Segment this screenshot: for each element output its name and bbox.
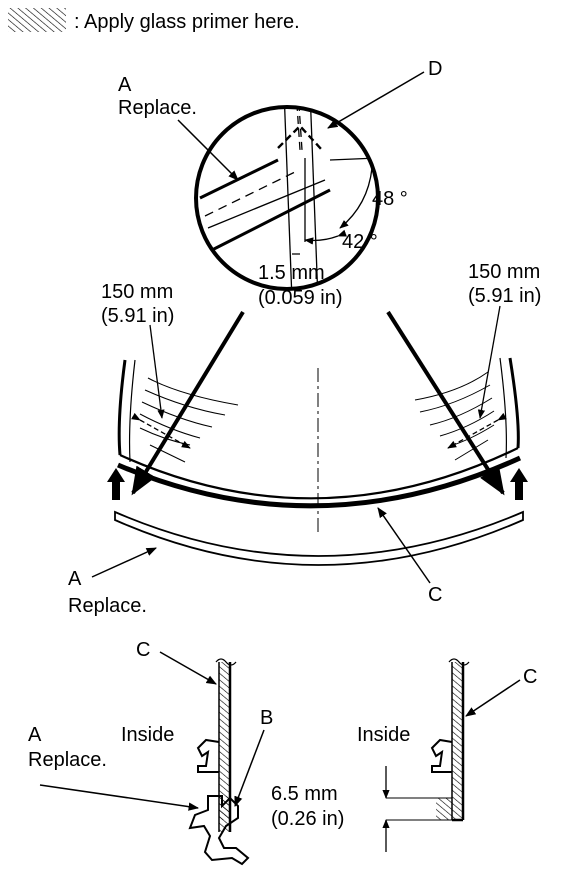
section-left-label-a-text: Replace. [28,749,107,771]
glass-label-a-letter: A [68,568,82,590]
magnifier-line-right [386,310,505,496]
section-left-label-a-letter: A [28,724,42,746]
legend-text: : Apply glass primer here. [74,11,300,33]
glass-label-c: C [428,584,442,606]
section-left-label-c: C [136,639,150,661]
glass-right-len-in: (5.91 in) [468,285,541,307]
magnifier-line-left [131,310,245,496]
glass-left-len-in: (5.91 in) [101,305,174,327]
detail-label-a-text: Replace. [118,97,197,119]
detail-gap-mm: 1.5 mm [258,262,325,284]
glass-label-a-text: Replace. [68,595,147,617]
detail-circle [194,105,380,291]
legend: : Apply glass primer here. [8,8,300,33]
detail-label-d: D [428,58,442,80]
section-left-dam [196,738,220,773]
section-left: C B Inside A Replace. [28,639,273,866]
detail-gap-in: (0.059 in) [258,287,343,309]
primer-hatch-swatch [8,8,66,32]
section-right-inside: Inside [357,724,410,746]
detail-label-a-letter: A [118,74,132,96]
detail-angle-42: 42 ° [342,231,378,253]
section-right-dam [430,738,453,773]
detail-d-leader [327,71,425,129]
section-left-label-b: B [260,707,273,729]
section-left-inside: Inside [121,724,174,746]
section-left-molding-a [188,795,250,866]
section-right-primer-zone [436,798,452,820]
glass-left-len-mm: 150 mm [101,281,173,303]
detail-magnifier: 48 ° 42 ° 1.5 mm (0.059 in) A Replace. D [118,58,442,309]
section-right-height-in: (0.26 in) [271,808,344,830]
glass-right-len-mm: 150 mm [468,261,540,283]
section-right-label-c: C [523,666,537,688]
section-right-glass [452,662,463,820]
dam-rubber-c [117,455,522,509]
detail-angle-48: 48 ° [372,188,408,210]
section-right-height-mm: 6.5 mm [271,783,338,805]
detail-a-leader [177,119,239,181]
up-arrow-right [510,468,528,500]
glass-lower-edge [119,447,519,500]
up-arrow-left [107,468,125,500]
windshield-glass: 150 mm (5.91 in) 150 mm (5.91 in) A Repl… [68,261,541,617]
molding-strip-a [114,510,524,566]
section-right: C Inside 6.5 mm (0.26 in) [271,658,537,852]
section-left-glass [219,662,230,832]
